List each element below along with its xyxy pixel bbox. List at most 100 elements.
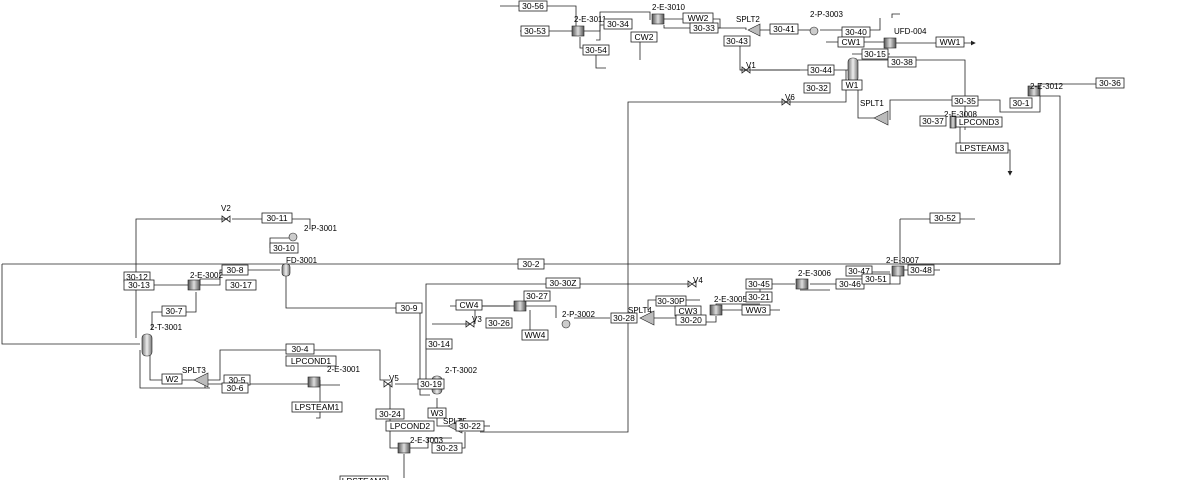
stream-label-30-30p[interactable]: 30-30P (655, 295, 687, 307)
stream-label-box (1009, 97, 1033, 109)
stream-label-30-9[interactable]: 30-9 (395, 302, 423, 314)
stream-label-text: LPSTEAM2 (342, 476, 387, 480)
stream-label-30-38[interactable]: 30-38 (887, 56, 917, 68)
stream-label-text: 30-20 (680, 315, 702, 325)
stream-label-cw4[interactable]: CW4 (455, 299, 483, 311)
stream-label-box (603, 18, 633, 30)
stream-label-30-43[interactable]: 30-43 (723, 35, 751, 47)
stream-label-ww4[interactable]: WW4 (521, 329, 549, 341)
stream-label-text: 30-23 (436, 443, 458, 453)
stream-label-lpsteam3[interactable]: LPSTEAM3 (955, 142, 1009, 154)
stream-label-box (261, 212, 293, 224)
stream-label-30-52[interactable]: 30-52 (929, 212, 961, 224)
stream-label-30-15[interactable]: 30-15 (861, 48, 889, 60)
stream-label-lpsteam1[interactable]: LPSTEAM1 (291, 401, 343, 413)
valve-V5: V5 (383, 374, 399, 388)
pump-2-P-3001: 2-P-3001 (288, 224, 337, 242)
stream-label-box (807, 64, 835, 76)
stream-label-text: 30-56 (522, 1, 544, 11)
heat-exchanger-2-E-3007: 2-E-3007 (886, 256, 919, 277)
stream-label-ww3[interactable]: WW3 (741, 304, 771, 316)
stream-label-30-54[interactable]: 30-54 (582, 44, 610, 56)
stream-label-cw1[interactable]: CW1 (837, 36, 865, 48)
stream-label-30-22[interactable]: 30-22 (455, 420, 485, 432)
stream-label-text: 30-2 (522, 259, 539, 269)
stream-label-text: W1 (846, 80, 859, 90)
stream-label-30-44[interactable]: 30-44 (807, 64, 835, 76)
stream-label-30-10[interactable]: 30-10 (269, 242, 299, 254)
stream-lines (1, 5, 1122, 478)
stream-label-30-26[interactable]: 30-26 (485, 317, 513, 329)
heat-exchanger-2-E-3011: 2-E-3011 (571, 15, 607, 37)
stream-label-w1[interactable]: W1 (841, 79, 863, 91)
pump-2-P-3003: 2-P-3003 (809, 10, 843, 36)
stream-label-text: 30-34 (607, 19, 629, 29)
valve-V3: V3 (465, 315, 482, 328)
stream-label-30-1[interactable]: 30-1 (1009, 97, 1033, 109)
stream-label-30-46[interactable]: 30-46 (835, 278, 865, 290)
stream-label-30-47[interactable]: 30-47 (845, 265, 873, 277)
heat-exchanger-2-E-3012: 2-E-3012 (1027, 82, 1063, 97)
stream-label-text: 30-30P (657, 296, 685, 306)
heat-exchanger-2-E-3001: 2-E-3001 (307, 365, 360, 388)
stream-label-text: 30-40 (845, 27, 867, 37)
stream-label-30-33[interactable]: 30-33 (689, 22, 719, 34)
tower-2-T-3001: 2-T-3001 (141, 323, 183, 357)
stream-label-ww2[interactable]: WW2 (682, 12, 714, 24)
stream-label-30-45[interactable]: 30-45 (745, 278, 773, 290)
stream-label-lpsteam2[interactable]: LPSTEAM2 (339, 475, 389, 480)
stream-label-text: 30-15 (864, 49, 886, 59)
stream-label-30-21[interactable]: 30-21 (745, 291, 773, 303)
stream-label-30-23[interactable]: 30-23 (431, 442, 463, 454)
stream-label-30-40[interactable]: 30-40 (841, 26, 871, 38)
stream-label-lpcond2[interactable]: LPCOND2 (385, 420, 435, 432)
stream-label-30-48[interactable]: 30-48 (907, 264, 935, 276)
stream-label-30-34[interactable]: 30-34 (603, 18, 633, 30)
stream-label-text: 30-17 (230, 280, 252, 290)
stream-label-30-32[interactable]: 30-32 (803, 82, 831, 94)
stream-label-30-53[interactable]: 30-53 (520, 25, 550, 37)
stream-label-lpcond3[interactable]: LPCOND3 (955, 116, 1003, 128)
stream-label-30-51[interactable]: 30-51 (861, 273, 891, 285)
label-2-E-3007: 2-E-3007 (886, 256, 919, 265)
stream-label-30-41[interactable]: 30-41 (769, 23, 799, 35)
stream-label-text: 30-6 (226, 383, 243, 393)
stream-label-text: 30-12 (126, 272, 148, 282)
stream-label-30-13[interactable]: 30-13 (123, 279, 155, 291)
stream-label-cw2[interactable]: CW2 (630, 31, 658, 43)
stream-label-text: 30-14 (428, 339, 450, 349)
stream-label-box (745, 278, 773, 290)
stream-label-lpcond1[interactable]: LPCOND1 (285, 355, 337, 367)
stream-label-30-2[interactable]: 30-2 (517, 258, 545, 270)
stream-label-w3[interactable]: W3 (427, 407, 447, 419)
stream-label-box (521, 329, 549, 341)
label-2-E-3002: 2-E-3002 (190, 271, 223, 280)
stream-label-30-36[interactable]: 30-36 (1095, 77, 1125, 89)
stream-label-30-4[interactable]: 30-4 (285, 343, 315, 355)
stream-label-30-6[interactable]: 30-6 (221, 382, 249, 394)
stream-label-30-7[interactable]: 30-7 (161, 305, 187, 317)
stream-label-30-14[interactable]: 30-14 (425, 338, 453, 350)
label-V6: V6 (785, 93, 795, 102)
stream-label-box (845, 265, 873, 277)
stream-label-30-19[interactable]: 30-19 (417, 378, 445, 390)
stream-label-30-37[interactable]: 30-37 (919, 115, 947, 127)
stream-label-30-17[interactable]: 30-17 (225, 279, 257, 291)
stream-label-ww1[interactable]: WW1 (935, 36, 965, 48)
stream-label-box (919, 115, 947, 127)
stream-label-30-28[interactable]: 30-28 (610, 312, 638, 324)
stream-label-30-24[interactable]: 30-24 (375, 408, 405, 420)
stream-label-30-27[interactable]: 30-27 (523, 290, 551, 302)
stream-label-30-35[interactable]: 30-35 (951, 95, 979, 107)
stream-label-30-20[interactable]: 30-20 (675, 314, 707, 326)
stream-label-30-8[interactable]: 30-8 (221, 264, 249, 276)
stream-label-30-11[interactable]: 30-11 (261, 212, 293, 224)
stream-label-text: 30-51 (865, 274, 887, 284)
stream-label-30-56[interactable]: 30-56 (518, 0, 548, 12)
stream-label-text: 30-54 (585, 45, 607, 55)
stream-label-text: 30-4 (291, 344, 308, 354)
stream-label-30-30z[interactable]: 30-30Z (545, 277, 581, 289)
stream-label-text: W2 (166, 374, 179, 384)
valve-V6: V6 (781, 93, 795, 106)
stream-label-w2[interactable]: W2 (161, 373, 183, 385)
